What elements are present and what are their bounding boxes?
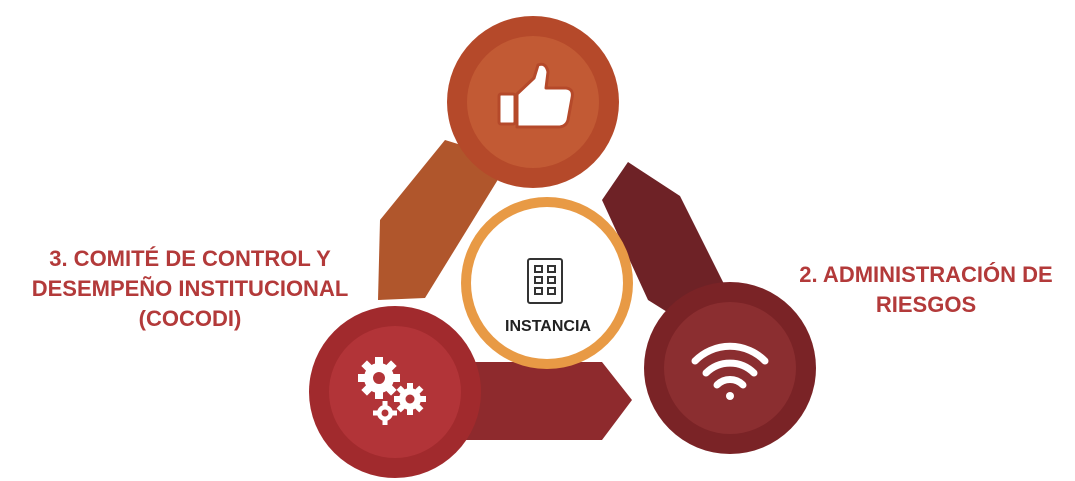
center-node: INSTANCIA [461,197,633,369]
wifi-icon [691,342,769,400]
node-left [309,306,481,478]
label-cocodi-line-1: 3. COMITÉ DE CONTROL Y [49,246,331,271]
thumbs-up-icon [497,62,574,129]
label-riesgos-line-2: RIESGOS [875,292,977,317]
node-top [447,16,619,188]
label-riesgos: 2. ADMINISTRACIÓN DE RIESGOS [776,260,1075,320]
building-icon [527,258,563,304]
label-cocodi-line-3: (COCODI) [138,306,242,331]
label-cocodi: 3. COMITÉ DE CONTROL Y DESEMPEÑO INSTITU… [0,244,380,334]
arrow-right-to-top [602,162,732,320]
node-right [644,282,816,454]
arrow-top-to-left [378,140,510,300]
arrow-bottom-to-right [455,362,632,440]
center-label: INSTANCIA [505,318,591,335]
label-cocodi-line-2: DESEMPEÑO INSTITUCIONAL [31,276,349,301]
label-riesgos-line-1: 2. ADMINISTRACIÓN DE [799,262,1053,287]
